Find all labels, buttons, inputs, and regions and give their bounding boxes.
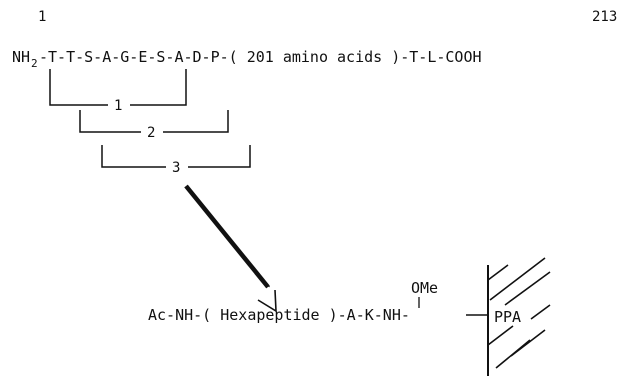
n-terminus-label: NH: [12, 48, 30, 66]
fragment-bracket-2: 2: [79, 110, 229, 142]
residue-number-start: 1: [38, 9, 46, 25]
fragment-bracket-3: 3: [101, 145, 251, 177]
residue-number-end: 213: [592, 9, 617, 25]
methoxy-group-label: OMe: [411, 279, 438, 297]
n-terminus-subscript: 2: [31, 57, 38, 70]
fragment-bracket-1: 1: [49, 69, 187, 115]
fragment-label-2: 2: [147, 125, 155, 141]
fragment-label-3: 3: [172, 160, 180, 176]
resin-hatching-icon: [487, 257, 551, 369]
peptide-conjugate-formula: Ac-NH-( Hexapeptide )-A-K-NH-: [148, 306, 410, 324]
fragment-label-1: 1: [114, 98, 122, 114]
transfer-arrow-icon: [184, 184, 277, 313]
peptide-sequence: -T-T-S-A-G-E-S-A-D-P-( 201 amino acids )…: [39, 48, 482, 66]
resin-label: PPA: [494, 308, 521, 326]
